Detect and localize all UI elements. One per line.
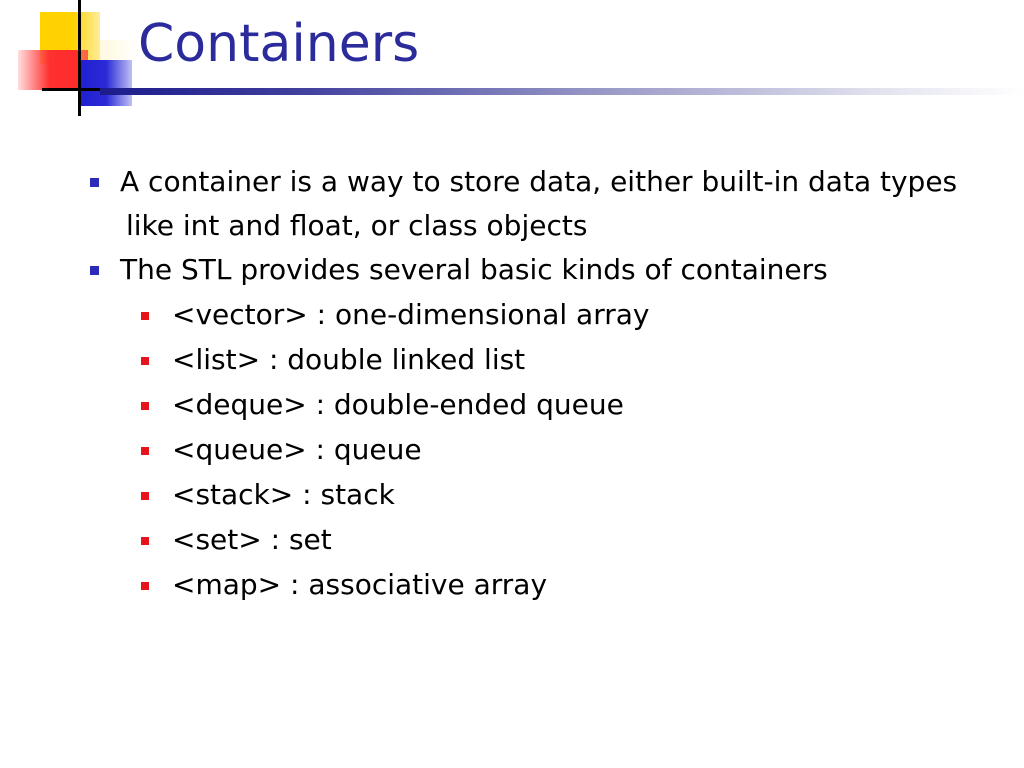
sub-bullet-text: <list> : double linked list [172, 343, 526, 376]
logo-red-block [18, 50, 88, 90]
sub-bullet-item: <stack> : stack [88, 472, 988, 517]
square-bullet-icon [141, 447, 149, 455]
bullet-item: A container is a way to store data, eith… [88, 160, 988, 248]
square-bullet-icon [141, 582, 149, 590]
decorative-logo [0, 0, 160, 130]
bullet-text: The STL provides several basic kinds of … [120, 253, 828, 286]
sub-bullet-text: <queue> : queue [172, 433, 422, 466]
logo-horizontal-line [42, 88, 132, 91]
sub-bullet-text: <stack> : stack [172, 478, 395, 511]
bullet-list: A container is a way to store data, eith… [88, 160, 988, 607]
square-bullet-icon [141, 357, 149, 365]
sub-bullet-text: <map> : associative array [172, 568, 548, 601]
sub-bullet-item: <deque> : double-ended queue [88, 382, 988, 427]
square-bullet-icon [141, 312, 149, 320]
logo-vertical-line [78, 0, 81, 116]
slide-title: Containers [138, 14, 420, 74]
sub-bullet-item: <list> : double linked list [88, 337, 988, 382]
sub-bullet-item: <vector> : one-dimensional array [88, 292, 988, 337]
logo-fade-block [80, 40, 140, 60]
logo-blue-block [80, 60, 132, 106]
square-bullet-icon [141, 402, 149, 410]
sub-bullet-item: <set> : set [88, 517, 988, 562]
sub-bullet-text: <vector> : one-dimensional array [172, 298, 650, 331]
square-bullet-icon [90, 178, 99, 187]
square-bullet-icon [90, 266, 99, 275]
sub-bullet-text: <deque> : double-ended queue [172, 388, 624, 421]
sub-bullet-item: <queue> : queue [88, 427, 988, 472]
title-underline [100, 88, 1024, 95]
bullet-text: A container is a way to store data, eith… [120, 165, 958, 242]
square-bullet-icon [141, 537, 149, 545]
square-bullet-icon [141, 492, 149, 500]
sub-bullet-item: <map> : associative array [88, 562, 988, 607]
bullet-item: The STL provides several basic kinds of … [88, 248, 988, 292]
sub-bullet-text: <set> : set [172, 523, 332, 556]
